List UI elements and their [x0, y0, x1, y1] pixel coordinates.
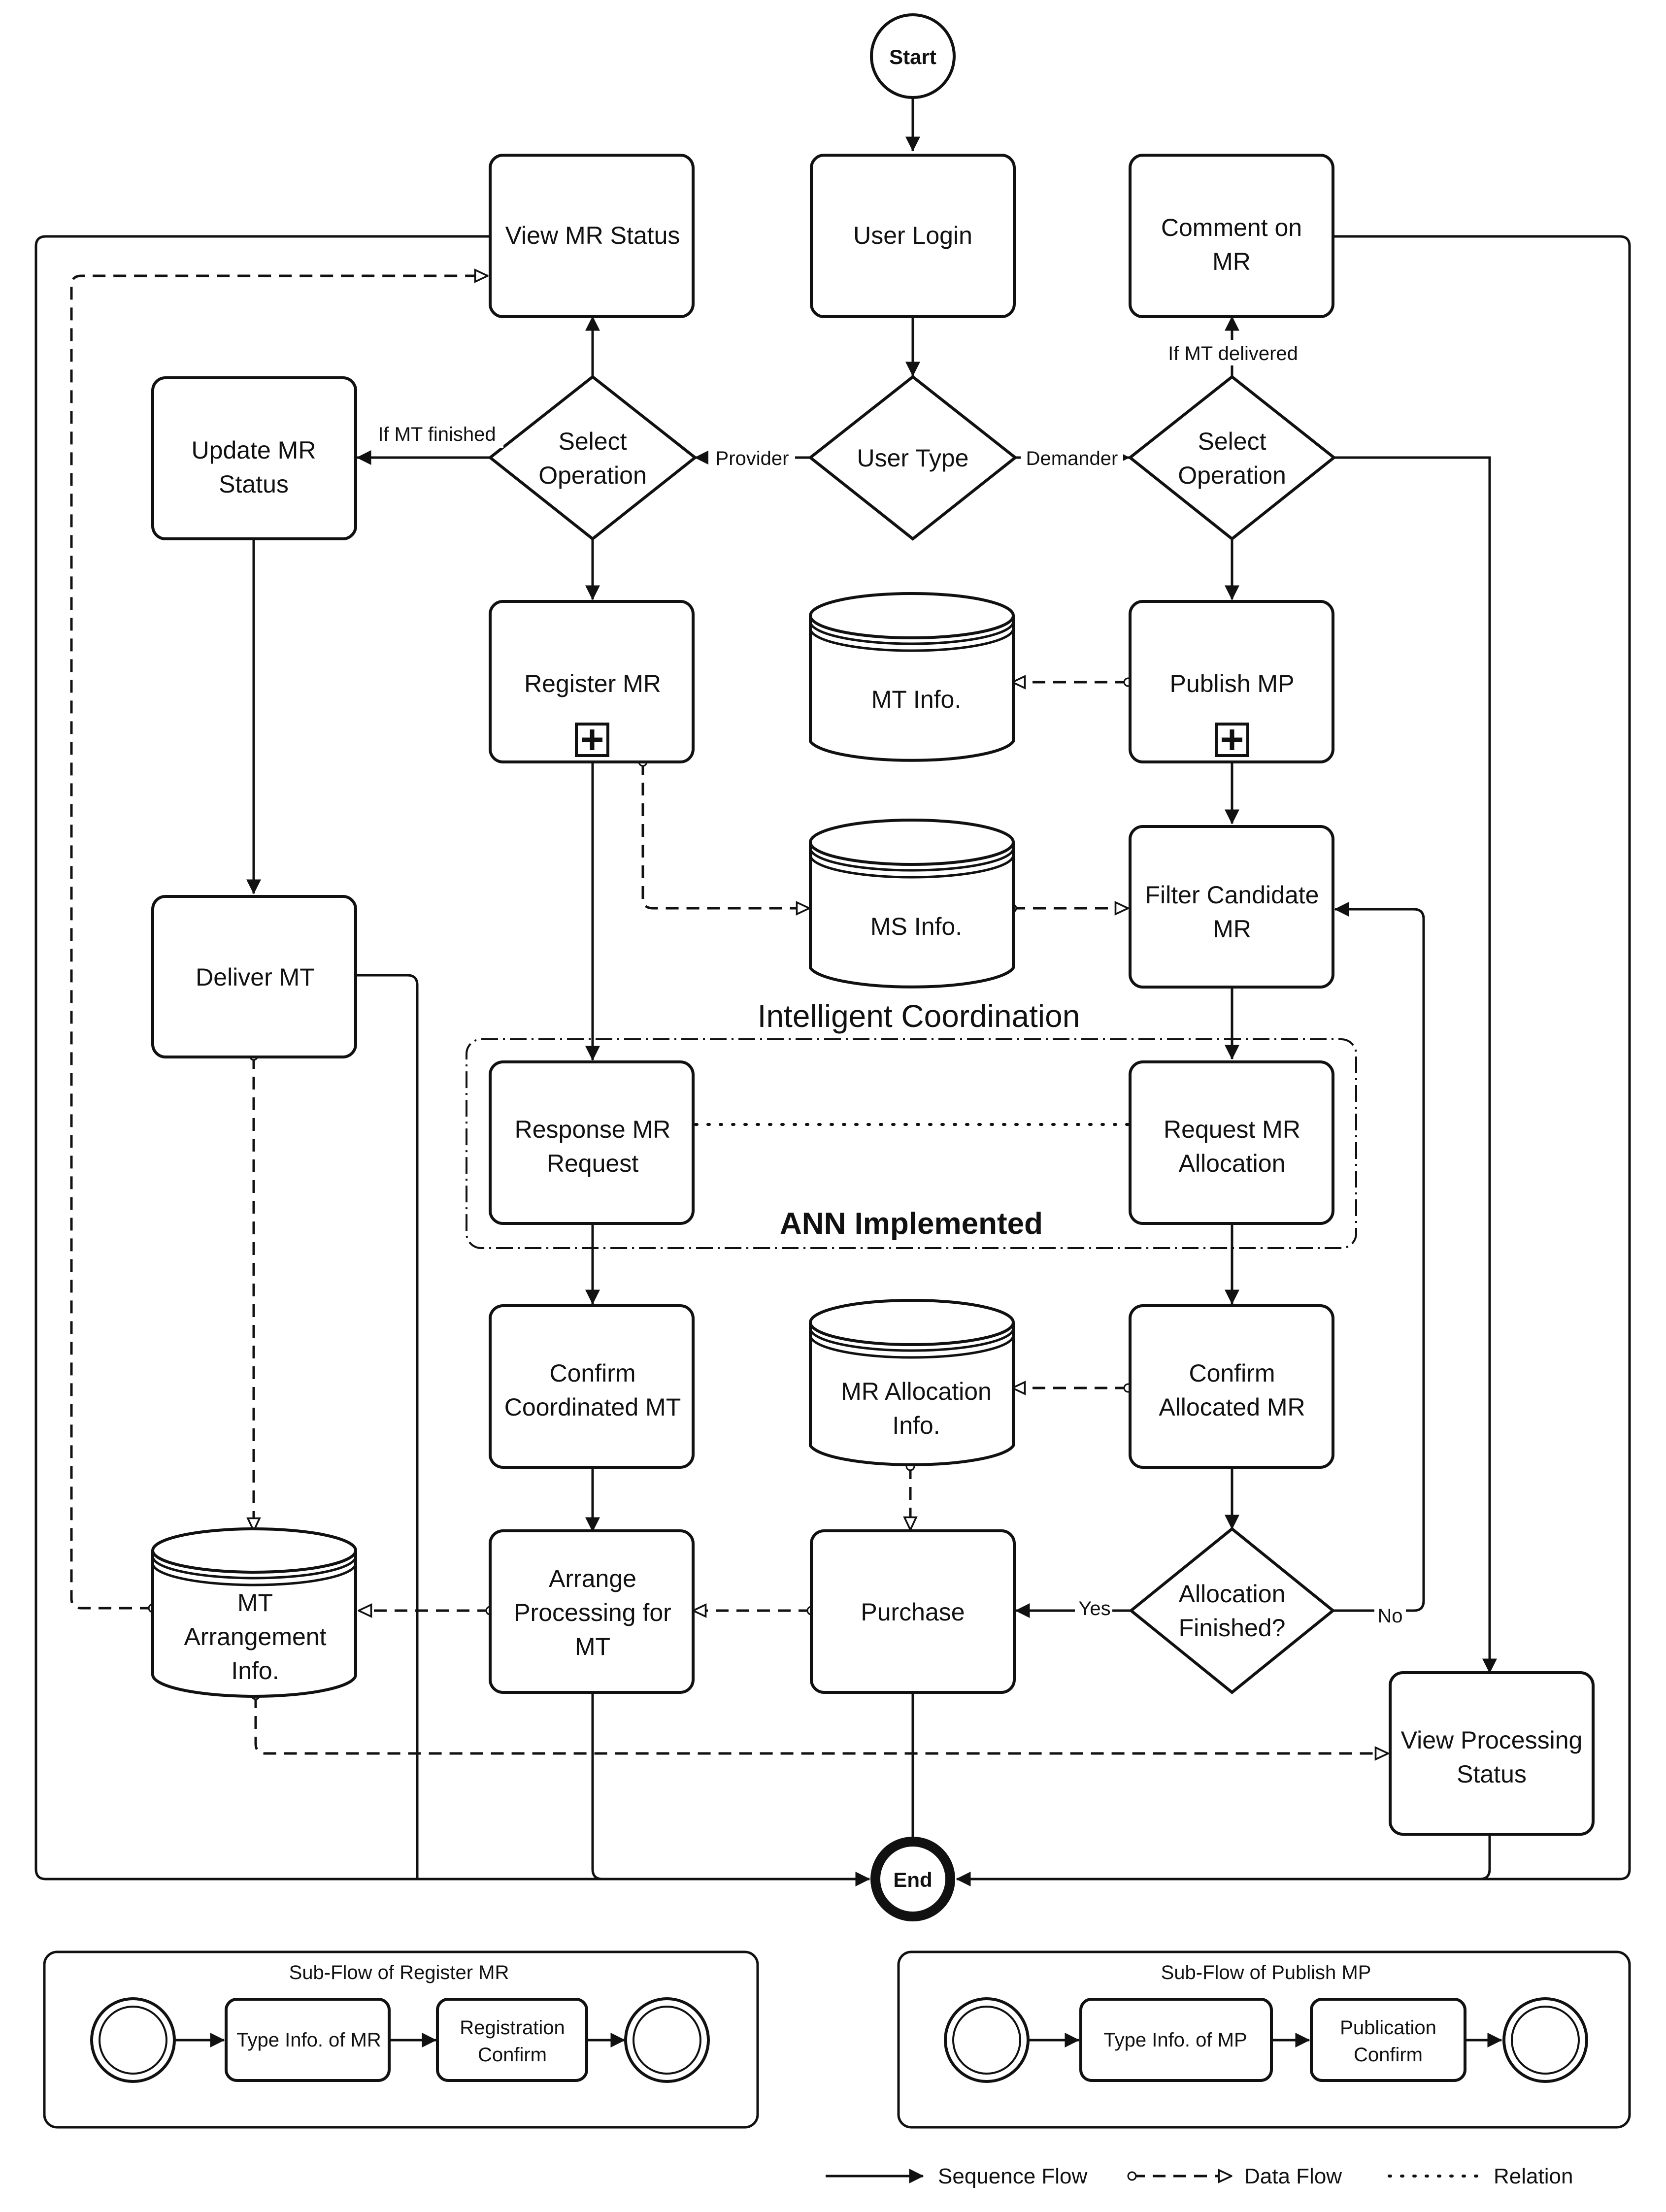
- task-label: Deliver MT: [196, 963, 315, 991]
- subflow-step: Type Info. of MP: [1103, 2029, 1247, 2051]
- datastore-label: MS Info.: [870, 913, 962, 940]
- subprocess-plus-icon: [575, 723, 609, 757]
- task-user-login: User Login: [810, 154, 1016, 318]
- start-event: Start: [870, 13, 956, 99]
- edge-labels: If MT finished Provider Demander If MT d…: [371, 340, 1406, 1628]
- task-label: Register MR: [524, 670, 661, 697]
- datastore-label: MT Info.: [871, 686, 961, 713]
- label-if-mt-delivered: If MT delivered: [1168, 343, 1298, 364]
- subflow-title: Sub-Flow of Publish MP: [1161, 1962, 1371, 1983]
- label-provider: Provider: [716, 448, 789, 469]
- task-deliver-mt: Deliver MT: [151, 895, 357, 1058]
- legend-sequence-flow: Sequence Flow: [938, 2164, 1088, 2188]
- intelligent-coordination-group: Intelligent Coordination ANN Implemented: [466, 998, 1357, 1249]
- datastore-ms-info: MS Info.: [809, 819, 1015, 989]
- task-label: Purchase: [861, 1598, 965, 1626]
- task-purchase: Purchase: [810, 1529, 1016, 1694]
- group-subtitle: ANN Implemented: [780, 1207, 1043, 1241]
- task-label: User Login: [853, 222, 972, 249]
- legend: Sequence Flow Data Flow Relation: [826, 2164, 1573, 2188]
- subflow-register-mr: Sub-Flow of Register MR Type Info. of MR…: [43, 1950, 759, 2129]
- label-no: No: [1377, 1605, 1402, 1627]
- subflow-title: Sub-Flow of Register MR: [289, 1962, 509, 1983]
- task-publish-mp: Publish MP: [1129, 600, 1334, 763]
- gateway-user-type: User Type: [808, 375, 1018, 541]
- gateway-label: User Type: [857, 444, 969, 472]
- datastore-mt-info: MT Info.: [809, 592, 1015, 762]
- legend-data-flow: Data Flow: [1244, 2164, 1342, 2188]
- label-yes: Yes: [1078, 1598, 1110, 1619]
- end-event: End: [870, 1837, 955, 1921]
- task-label: View MR Status: [505, 222, 680, 249]
- subflow-step: Type Info. of MR: [236, 2029, 381, 2051]
- group-title: Intelligent Coordination: [758, 998, 1080, 1034]
- task-register-mr: Register MR: [489, 600, 695, 763]
- data-flows: [70, 276, 1388, 1753]
- label-if-mt-finished: If MT finished: [378, 424, 496, 445]
- subflow-publish-mp: Sub-Flow of Publish MP Type Info. of MP …: [897, 1950, 1631, 2129]
- task-label: Publish MP: [1170, 670, 1295, 697]
- task-view-mr-status: View MR Status: [489, 154, 695, 318]
- start-label: Start: [889, 45, 936, 68]
- end-label: End: [893, 1868, 932, 1891]
- label-demander: Demander: [1026, 448, 1118, 469]
- subprocess-plus-icon: [1215, 723, 1249, 757]
- legend-relation: Relation: [1494, 2164, 1573, 2188]
